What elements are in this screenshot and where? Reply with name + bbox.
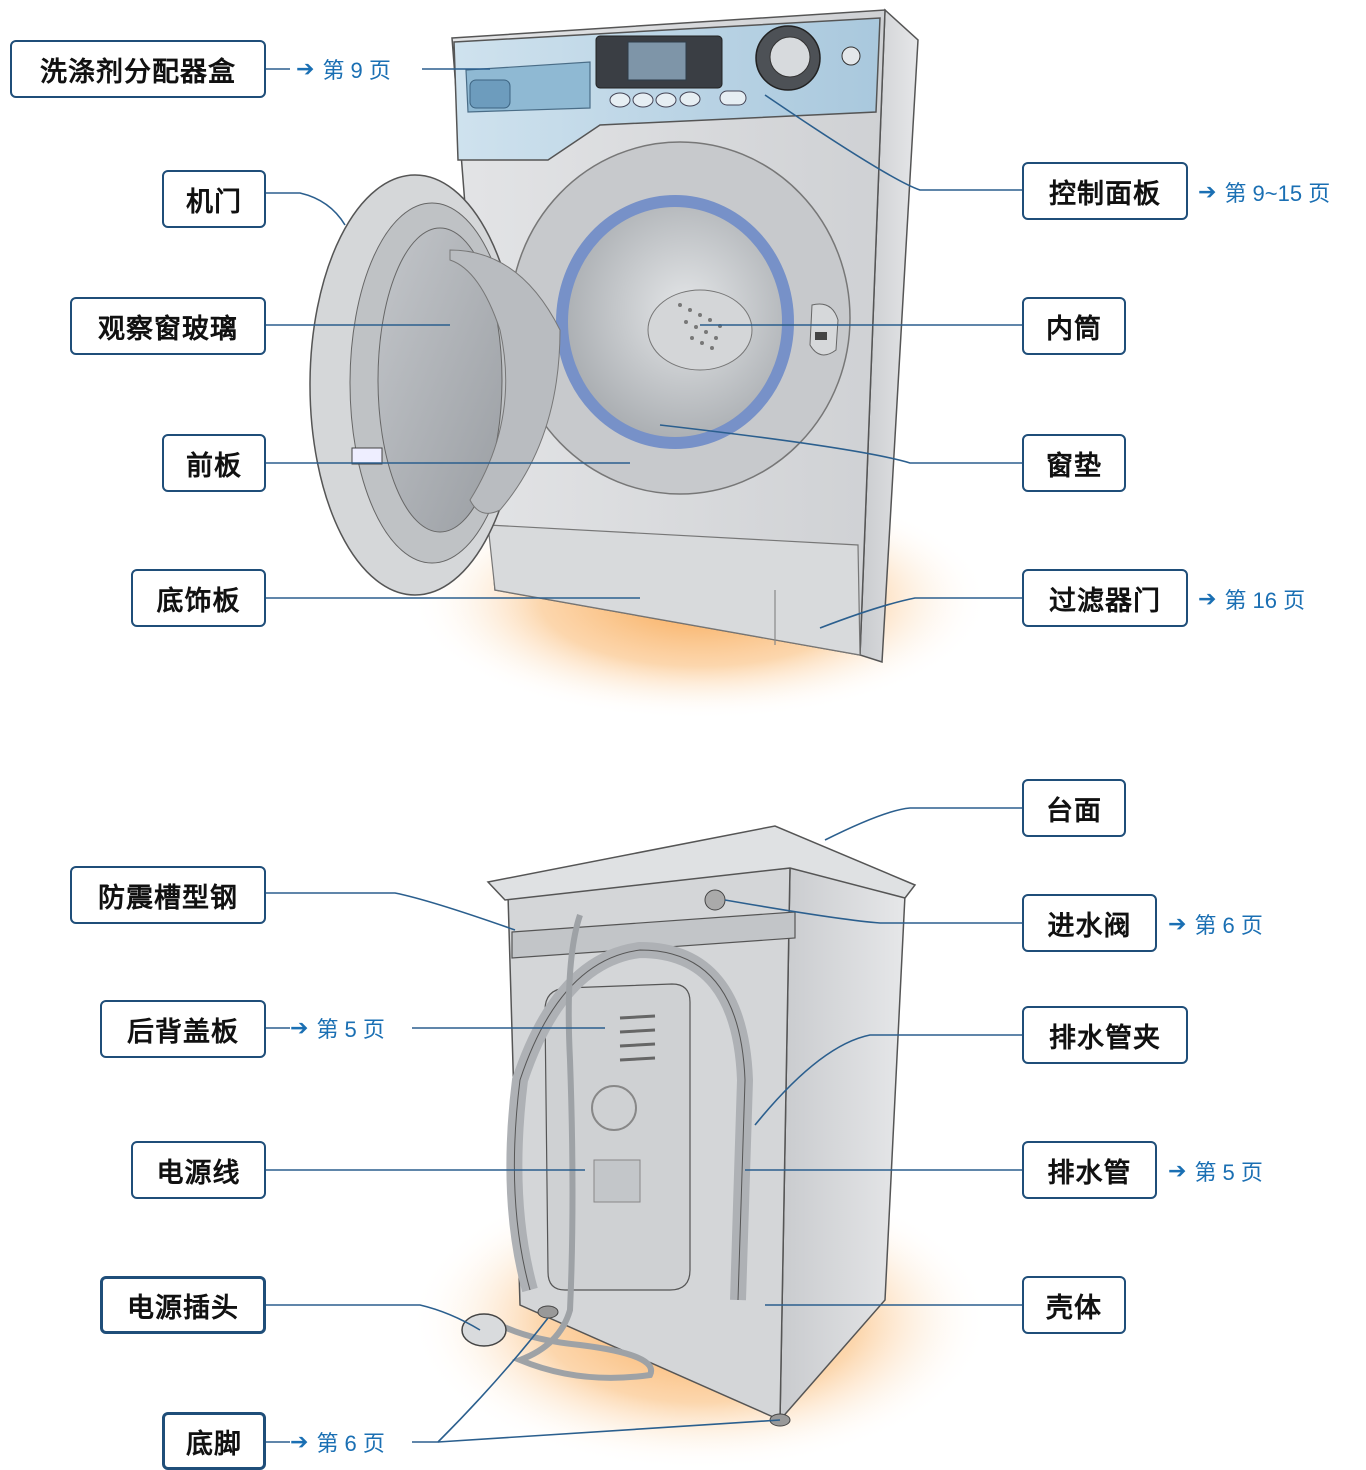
label-door: 机门 [162,170,266,228]
ref-text: 第 5 页 [316,1017,385,1042]
label-front-panel: 前板 [162,434,266,492]
arrow-right-icon: ➔ [290,1015,309,1040]
arrow-right-icon: ➔ [296,56,315,81]
label-filter-door: 过滤器门 [1022,569,1188,627]
label-top-panel: 台面 [1022,779,1126,837]
ref-text: 第 9~15 页 [1224,181,1331,206]
arrow-right-icon: ➔ [1168,911,1187,936]
ref-text: 第 9 页 [322,58,391,83]
arrow-right-icon: ➔ [1198,179,1217,204]
label-door-seal: 窗垫 [1022,434,1126,492]
foot-left [537,1305,559,1319]
label-drum: 内筒 [1022,297,1126,355]
door-seal-shape [556,195,794,449]
power-cord-shape [498,914,655,1381]
arrow-right-icon: ➔ [1168,1158,1187,1183]
arrow-right-icon: ➔ [1198,586,1217,611]
ref-feet: ➔ 第 6 页 [290,1427,385,1457]
ref-text: 第 5 页 [1194,1160,1263,1185]
label-cabinet: 壳体 [1022,1276,1126,1334]
label-power-cord: 电源线 [131,1141,266,1199]
ref-text: 第 6 页 [316,1431,385,1456]
label-shock-channel: 防震槽型钢 [70,866,266,924]
label-bottom-panel: 底饰板 [131,569,266,627]
label-control-panel: 控制面板 [1022,162,1188,220]
label-drain-hose: 排水管 [1022,1141,1157,1199]
label-power-plug: 电源插头 [100,1276,266,1334]
ref-text: 第 16 页 [1224,588,1306,613]
label-back-cover: 后背盖板 [100,1000,266,1058]
inlet-valve-shape [704,889,726,911]
ref-back-cover: ➔ 第 5 页 [290,1013,385,1043]
ref-drain-hose: ➔ 第 5 页 [1168,1156,1263,1186]
top-panel-shape [486,825,917,901]
ref-filter-door: ➔ 第 16 页 [1198,584,1305,614]
label-door-glass: 观察窗玻璃 [70,297,266,355]
ref-detergent-drawer: ➔ 第 9 页 [296,54,391,84]
label-feet: 底脚 [162,1412,266,1470]
ref-control-panel: ➔ 第 9~15 页 [1198,177,1330,207]
ref-inlet-valve: ➔ 第 6 页 [1168,909,1263,939]
plug-shape [461,1313,507,1347]
leader-lines [266,68,1022,1443]
front-washer [309,8,990,720]
ref-text: 第 6 页 [1194,913,1263,938]
back-washer [410,825,990,1468]
label-inlet-valve: 进水阀 [1022,894,1157,952]
bottom-panel-shape [487,524,861,656]
shock-channel-shape [511,911,796,959]
label-detergent-drawer: 洗涤剂分配器盒 [10,40,266,98]
arrow-right-icon: ➔ [290,1429,309,1454]
label-hose-clip: 排水管夹 [1022,1006,1188,1064]
open-door-shape [309,174,561,596]
